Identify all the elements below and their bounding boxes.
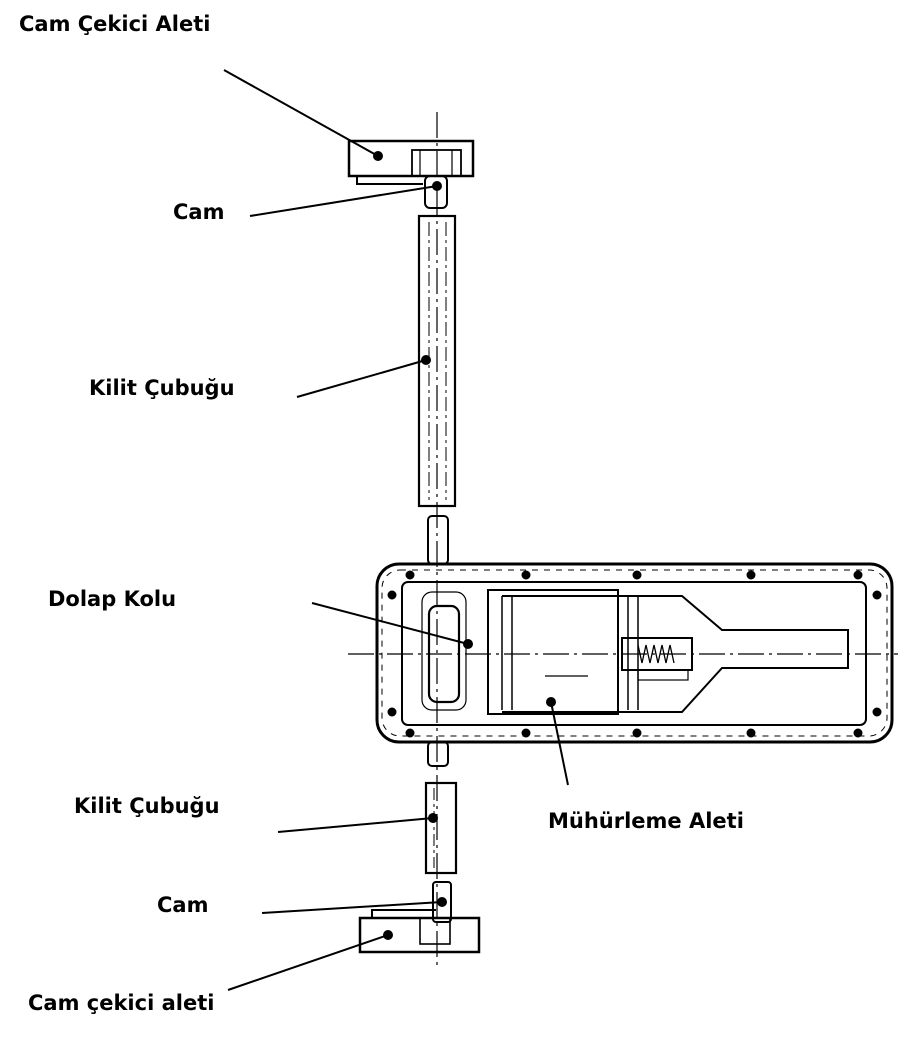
cam-puller-bottom (358, 909, 481, 954)
label-cam-top: Cam (173, 200, 225, 224)
cam-top-shape (424, 175, 448, 209)
label-cam-bottom: Cam (157, 893, 209, 917)
label-cam-puller-top: Cam Çekici Aleti (19, 12, 211, 36)
leader-lines (223, 69, 569, 991)
label-sealing-tool: Mühürleme Aleti (548, 809, 744, 833)
label-cupboard-handle: Dolap Kolu (48, 587, 177, 611)
cam-puller-top (347, 139, 475, 185)
connector-top (427, 515, 449, 565)
lock-box (375, 562, 894, 744)
connector-bottom (427, 741, 449, 767)
label-lock-rod-bottom: Kilit Çubuğu (74, 794, 220, 818)
lock-rod-bottom (424, 781, 458, 875)
label-cam-puller-bottom: Cam çekici aleti (28, 991, 215, 1015)
label-lock-rod-top: Kilit Çubuğu (89, 376, 235, 400)
